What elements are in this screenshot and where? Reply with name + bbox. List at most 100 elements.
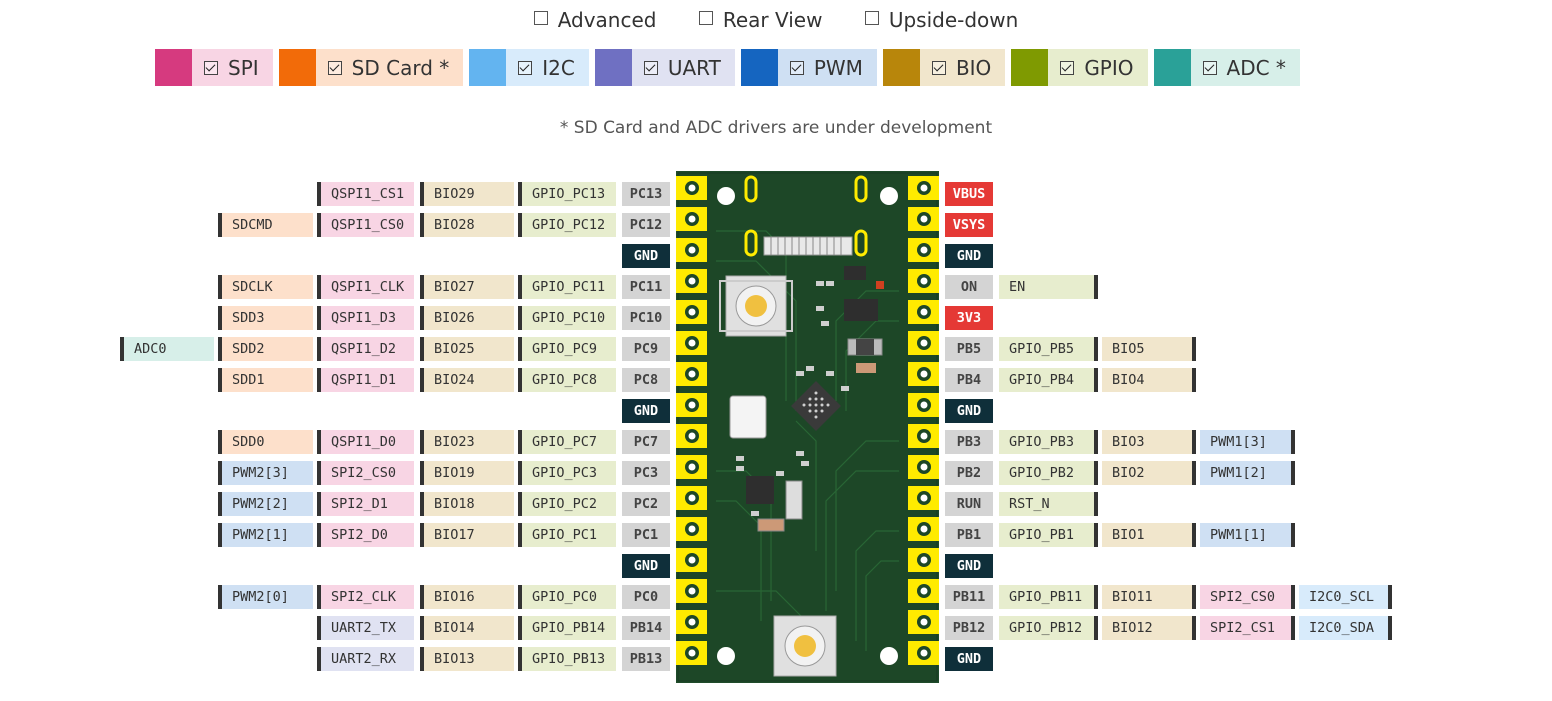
pin-label-pwm1-3-: PWM1[3] bbox=[1200, 430, 1295, 454]
checkbox-icon[interactable] bbox=[864, 11, 879, 25]
checkbox-checked-icon[interactable] bbox=[643, 60, 658, 75]
pin-label-gpio-pc12: GPIO_PC12 bbox=[518, 213, 616, 237]
legend-label: SD Card * bbox=[315, 49, 464, 86]
pin-label-bio13: BIO13 bbox=[420, 647, 514, 671]
pin-label-spi2-d0: SPI2_D0 bbox=[317, 523, 414, 547]
legend-color-swatch bbox=[278, 49, 316, 86]
header-hole-center bbox=[920, 463, 928, 471]
pin-label-bio24: BIO24 bbox=[420, 368, 514, 392]
legend-text: UART bbox=[667, 55, 721, 80]
reset-button bbox=[773, 615, 837, 677]
legend-item-sdcard[interactable]: SD Card * bbox=[278, 49, 464, 86]
legend-color-swatch bbox=[1153, 49, 1191, 86]
pin-label-bio28: BIO28 bbox=[420, 213, 514, 237]
header-hole-center bbox=[688, 556, 696, 564]
development-note: * SD Card and ADC drivers are under deve… bbox=[559, 118, 993, 138]
pin-label-bio14: BIO14 bbox=[420, 616, 514, 640]
legend-item-i2c[interactable]: I2C bbox=[469, 49, 589, 86]
pin-label-bio25: BIO25 bbox=[420, 337, 514, 361]
option-advanced[interactable]: Advanced bbox=[533, 8, 656, 32]
pin-label-qspi1-d2: QSPI1_D2 bbox=[317, 337, 414, 361]
checkbox-checked-icon[interactable] bbox=[204, 60, 218, 75]
header-hole-center bbox=[920, 401, 928, 409]
legend-label: SPI bbox=[192, 49, 273, 86]
usb-connector-area bbox=[744, 175, 868, 257]
legend-text: SD Card * bbox=[351, 55, 450, 80]
header-hole-center bbox=[688, 401, 696, 409]
pin-label-gpio-pb13: GPIO_PB13 bbox=[518, 647, 616, 671]
pin-label-vbus: VBUS bbox=[945, 182, 993, 206]
pin-label-gpio-pc0: GPIO_PC0 bbox=[518, 585, 616, 609]
pin-label-gnd: GND bbox=[945, 647, 993, 671]
header-hole-center bbox=[920, 370, 928, 378]
legend-item-uart[interactable]: UART bbox=[594, 49, 735, 86]
legend-item-bio[interactable]: BIO bbox=[882, 49, 1006, 86]
pin-label-pb14: PB14 bbox=[622, 616, 670, 640]
legend-text: SPI bbox=[228, 55, 259, 80]
header-pads bbox=[676, 176, 939, 665]
pin-label-qspi1-cs1: QSPI1_CS1 bbox=[317, 182, 414, 206]
legend-label: GPIO bbox=[1048, 49, 1148, 86]
pin-label-bio27: BIO27 bbox=[420, 275, 514, 299]
mount-hole bbox=[880, 187, 898, 205]
pin-label-pwm2-0-: PWM2[0] bbox=[218, 585, 313, 609]
header-hole-center bbox=[688, 618, 696, 626]
header-hole-center bbox=[688, 246, 696, 254]
checkbox-checked-icon[interactable] bbox=[518, 60, 533, 75]
pin-label-gpio-pb14: GPIO_PB14 bbox=[518, 616, 616, 640]
pcb-inner bbox=[677, 172, 938, 682]
pin-label-spi2-cs1: SPI2_CS1 bbox=[1200, 616, 1295, 640]
crystal bbox=[729, 395, 767, 439]
header-hole-center bbox=[688, 649, 696, 657]
pin-label-bio18: BIO18 bbox=[420, 492, 514, 516]
pin-label-bio4: BIO4 bbox=[1102, 368, 1196, 392]
pin-label-pc10: PC10 bbox=[622, 306, 670, 330]
pin-label-pb5: PB5 bbox=[945, 337, 993, 361]
legend-color-swatch bbox=[1011, 49, 1049, 86]
legend-color-swatch bbox=[882, 49, 920, 86]
pin-label-sdcmd: SDCMD bbox=[218, 213, 313, 237]
pin-label-bio3: BIO3 bbox=[1102, 430, 1196, 454]
header-hole-center bbox=[920, 277, 928, 285]
header-hole-center bbox=[920, 525, 928, 533]
legend-item-adc[interactable]: ADC * bbox=[1153, 49, 1300, 86]
mcu-chip bbox=[791, 381, 841, 431]
checkbox-checked-icon[interactable] bbox=[1060, 60, 1075, 75]
pin-label-gpio-pc7: GPIO_PC7 bbox=[518, 430, 616, 454]
header-hole-center bbox=[688, 525, 696, 533]
option-rear-view[interactable]: Rear View bbox=[698, 8, 822, 32]
legend-item-pwm[interactable]: PWM bbox=[740, 49, 877, 86]
pin-label-pb4: PB4 bbox=[945, 368, 993, 392]
pin-label-bio5: BIO5 bbox=[1102, 337, 1196, 361]
pin-label-3v3: 3V3 bbox=[945, 306, 993, 330]
pin-label-adc0: ADC0 bbox=[120, 337, 214, 361]
pin-label-pc13: PC13 bbox=[622, 182, 670, 206]
pin-label-bio26: BIO26 bbox=[420, 306, 514, 330]
pin-label-qspi1-d3: QSPI1_D3 bbox=[317, 306, 414, 330]
legend-label: UART bbox=[631, 49, 735, 86]
checkbox-icon[interactable] bbox=[698, 11, 713, 25]
checkbox-checked-icon[interactable] bbox=[931, 60, 946, 75]
checkbox-checked-icon[interactable] bbox=[789, 60, 804, 75]
pin-label-gnd: GND bbox=[945, 244, 993, 268]
smd-components bbox=[736, 266, 884, 532]
pin-label-spi2-clk: SPI2_CLK bbox=[317, 585, 414, 609]
pin-label-pc9: PC9 bbox=[622, 337, 670, 361]
checkbox-checked-icon[interactable] bbox=[1202, 60, 1217, 75]
header-hole-center bbox=[688, 494, 696, 502]
checkbox-checked-icon[interactable] bbox=[327, 60, 342, 75]
pin-label-bio16: BIO16 bbox=[420, 585, 514, 609]
pin-label-gnd: GND bbox=[622, 399, 670, 423]
pin-label-en: EN bbox=[999, 275, 1098, 299]
pin-label-pwm2-2-: PWM2[2] bbox=[218, 492, 313, 516]
pin-label-sdd0: SDD0 bbox=[218, 430, 313, 454]
checkbox-icon[interactable] bbox=[533, 11, 548, 25]
pin-label-bio11: BIO11 bbox=[1102, 585, 1196, 609]
pin-label-sdd3: SDD3 bbox=[218, 306, 313, 330]
option-upside-down[interactable]: Upside-down bbox=[864, 8, 1018, 32]
pin-label-pb12: PB12 bbox=[945, 616, 993, 640]
mount-hole bbox=[717, 187, 735, 205]
header-hole-center bbox=[688, 308, 696, 316]
legend-item-gpio[interactable]: GPIO bbox=[1011, 49, 1148, 86]
legend-item-spi[interactable]: SPI bbox=[155, 49, 273, 86]
